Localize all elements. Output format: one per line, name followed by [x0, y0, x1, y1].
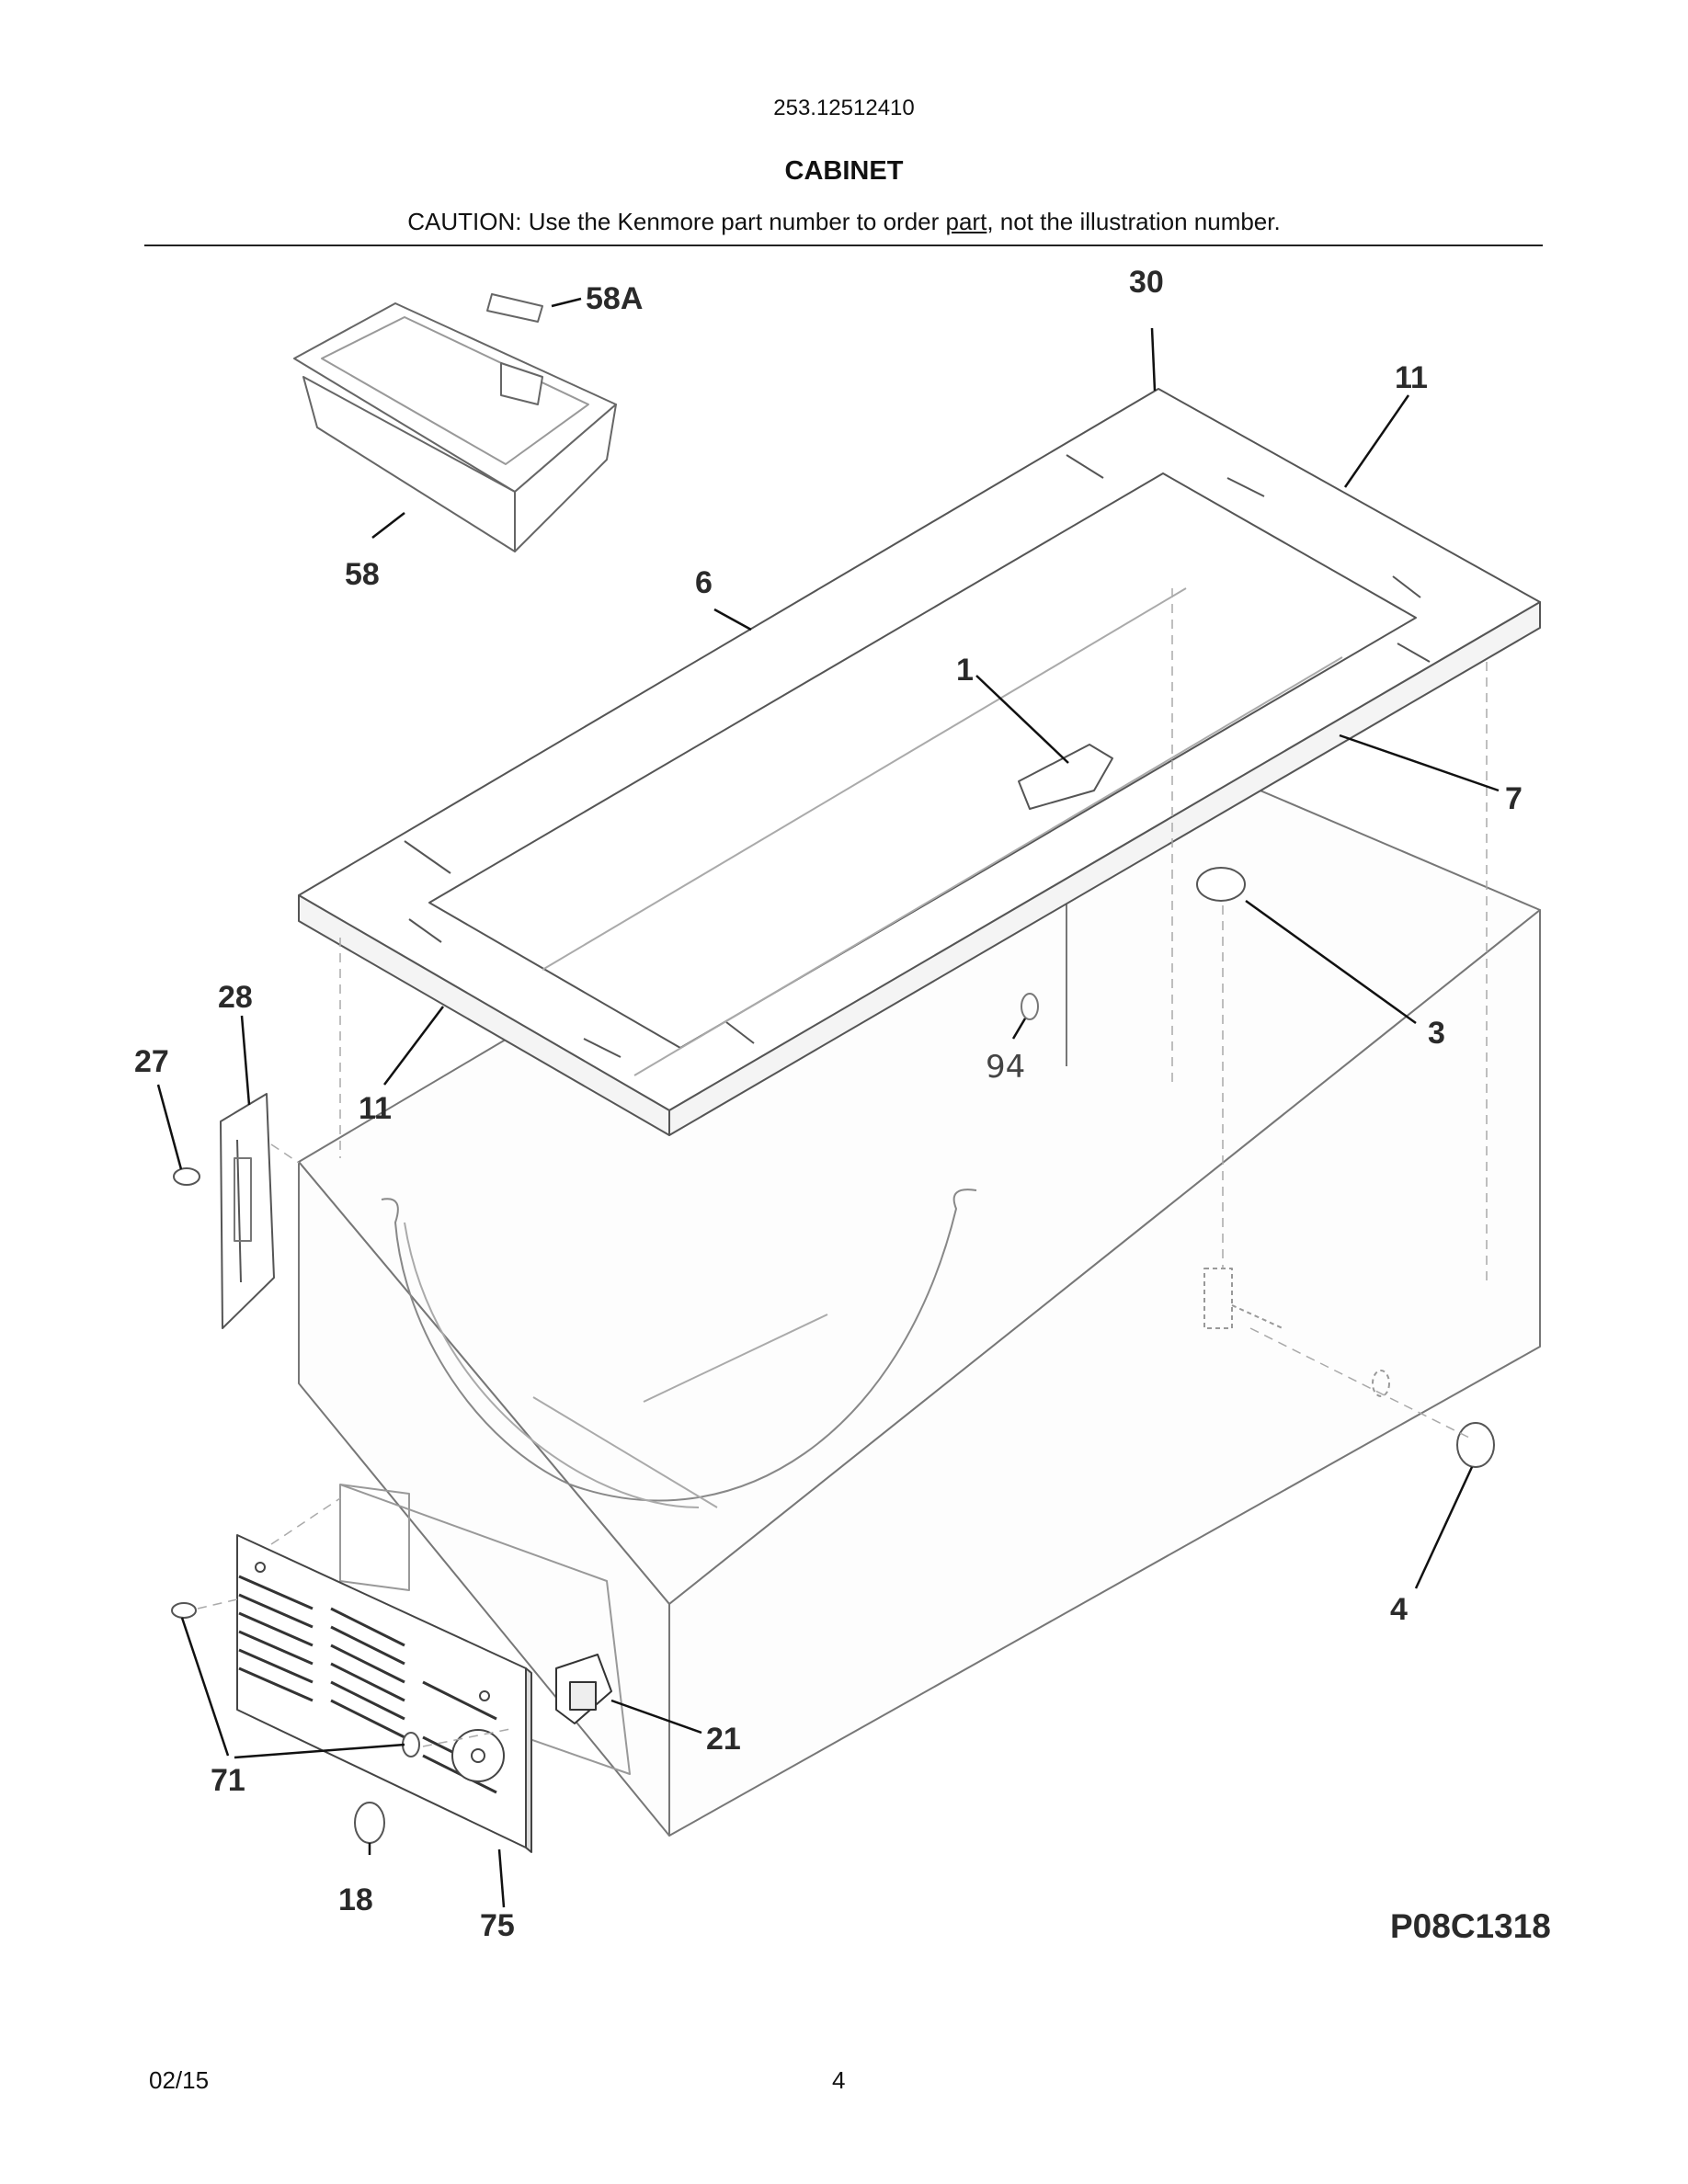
caution-text: CAUTION: Use the Kenmore part number to …: [407, 208, 946, 235]
callout-11-top: 11: [1395, 360, 1428, 395]
callout-58: 58: [345, 557, 380, 592]
part-1-clip: [1018, 744, 1113, 810]
part-18-grommet: [354, 1802, 385, 1844]
callout-1: 1: [956, 653, 974, 688]
drain-fitting: [1203, 1268, 1390, 1397]
callout-6: 6: [695, 565, 713, 600]
header-divider: [144, 245, 1543, 246]
page-number: 4: [832, 2066, 846, 2094]
caution-underlined-word: part: [945, 208, 987, 235]
callout-30: 30: [1129, 265, 1164, 300]
part-21-switch: [555, 1654, 612, 1724]
callout-94: 94: [986, 1049, 1025, 1086]
callout-18: 18: [338, 1883, 373, 1917]
part-58-basket: [293, 293, 617, 552]
part-4-plug: [1456, 1422, 1495, 1468]
footer-date: 02/15: [149, 2066, 210, 2094]
callout-4: 4: [1390, 1592, 1408, 1627]
callout-58A: 58A: [586, 281, 643, 316]
part-71-screw-a: [171, 1602, 197, 1619]
caution-text-end: , not the illustration number.: [987, 208, 1281, 235]
callout-71: 71: [211, 1763, 245, 1798]
section-title: CABINET: [784, 156, 904, 186]
drawing-code: P08C1318: [1390, 1907, 1551, 1945]
model-number: 253.12512410: [773, 96, 915, 120]
callout-27: 27: [134, 1044, 169, 1079]
callout-11-left: 11: [359, 1091, 392, 1126]
part-28-hinge: [220, 1093, 275, 1329]
part-71-screw-b: [402, 1732, 420, 1757]
alignment-lines: [197, 588, 1488, 1747]
callout-75: 75: [480, 1908, 515, 1943]
part-75-grille: [236, 1534, 532, 1853]
callout-28: 28: [218, 980, 253, 1015]
lid-frame: [298, 388, 1541, 1136]
leader-lines: [156, 297, 1500, 1908]
part-27-screw: [173, 1167, 200, 1186]
part-94-ring: [1021, 993, 1039, 1020]
callout-21: 21: [706, 1722, 741, 1757]
callout-3: 3: [1428, 1016, 1445, 1051]
part-3-plug: [1196, 867, 1246, 902]
callout-7: 7: [1505, 781, 1523, 816]
caution-note: CAUTION: Use the Kenmore part number to …: [0, 208, 1688, 236]
